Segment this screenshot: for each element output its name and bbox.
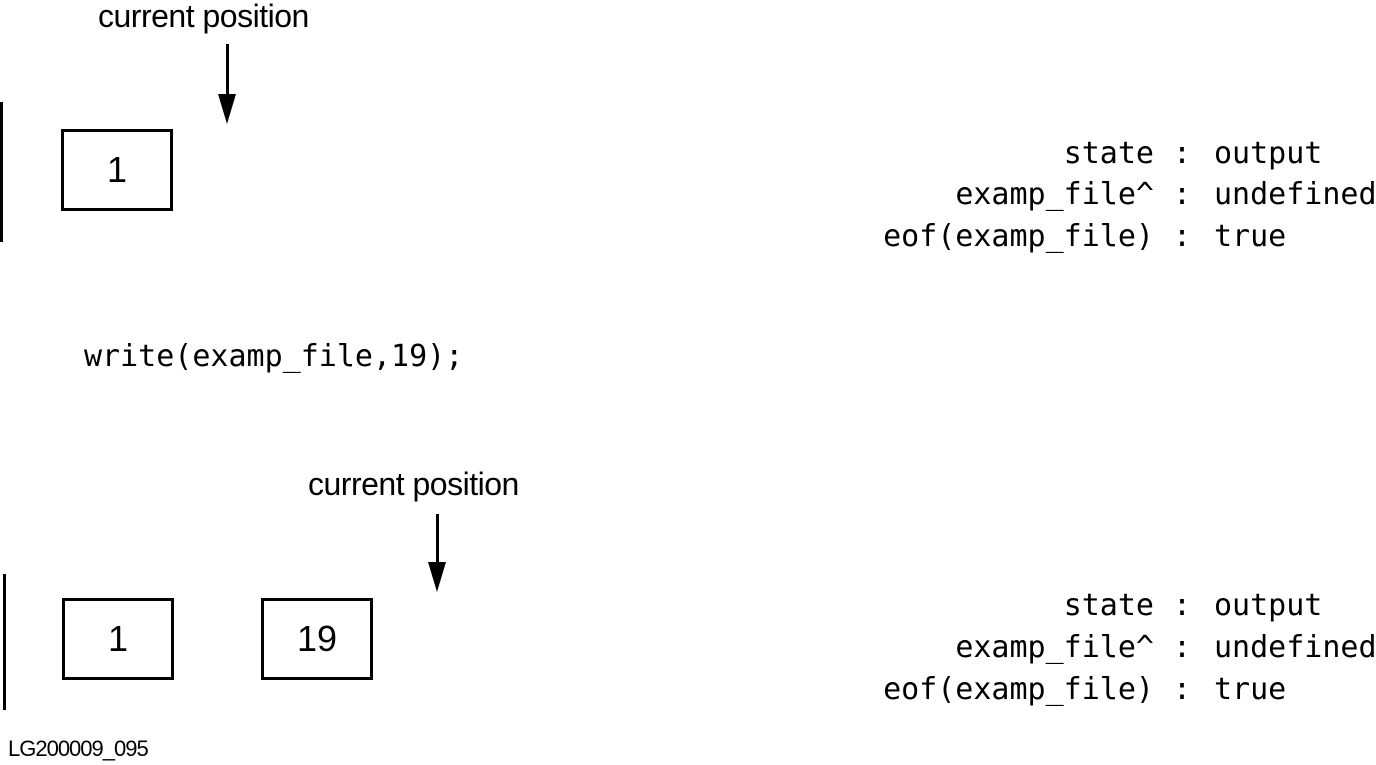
- state-separator: :: [1173, 177, 1192, 212]
- file-start-marker: [0, 102, 3, 242]
- pointer-label: current position: [98, 0, 309, 34]
- file-component-cell: 19: [261, 598, 373, 680]
- state-key: examp_file^: [955, 630, 1154, 665]
- figure-id: LG200009_095: [8, 736, 149, 761]
- file-start-marker: [3, 574, 6, 710]
- state-separator: :: [1173, 219, 1192, 254]
- state-value: output: [1214, 588, 1323, 623]
- file-component-cell: 1: [62, 598, 174, 680]
- state-key: eof(examp_file): [883, 672, 1154, 707]
- state-separator: :: [1173, 136, 1192, 171]
- state-key: state: [1063, 136, 1154, 171]
- state-value: undefined: [1214, 630, 1376, 665]
- state-key: examp_file^: [955, 177, 1154, 212]
- state-separator: :: [1173, 630, 1192, 665]
- write-statement: write(examp_file,19);: [84, 339, 464, 374]
- state-key: state: [1063, 588, 1154, 623]
- state-value: true: [1214, 219, 1287, 254]
- state-separator: :: [1173, 588, 1192, 623]
- state-value: undefined: [1214, 177, 1376, 212]
- pointer-label: current position: [308, 466, 519, 502]
- state-value: output: [1214, 136, 1323, 171]
- state-key: eof(examp_file): [883, 219, 1154, 254]
- state-separator: :: [1173, 672, 1192, 707]
- state-value: true: [1214, 672, 1287, 707]
- file-component-cell: 1: [61, 129, 173, 211]
